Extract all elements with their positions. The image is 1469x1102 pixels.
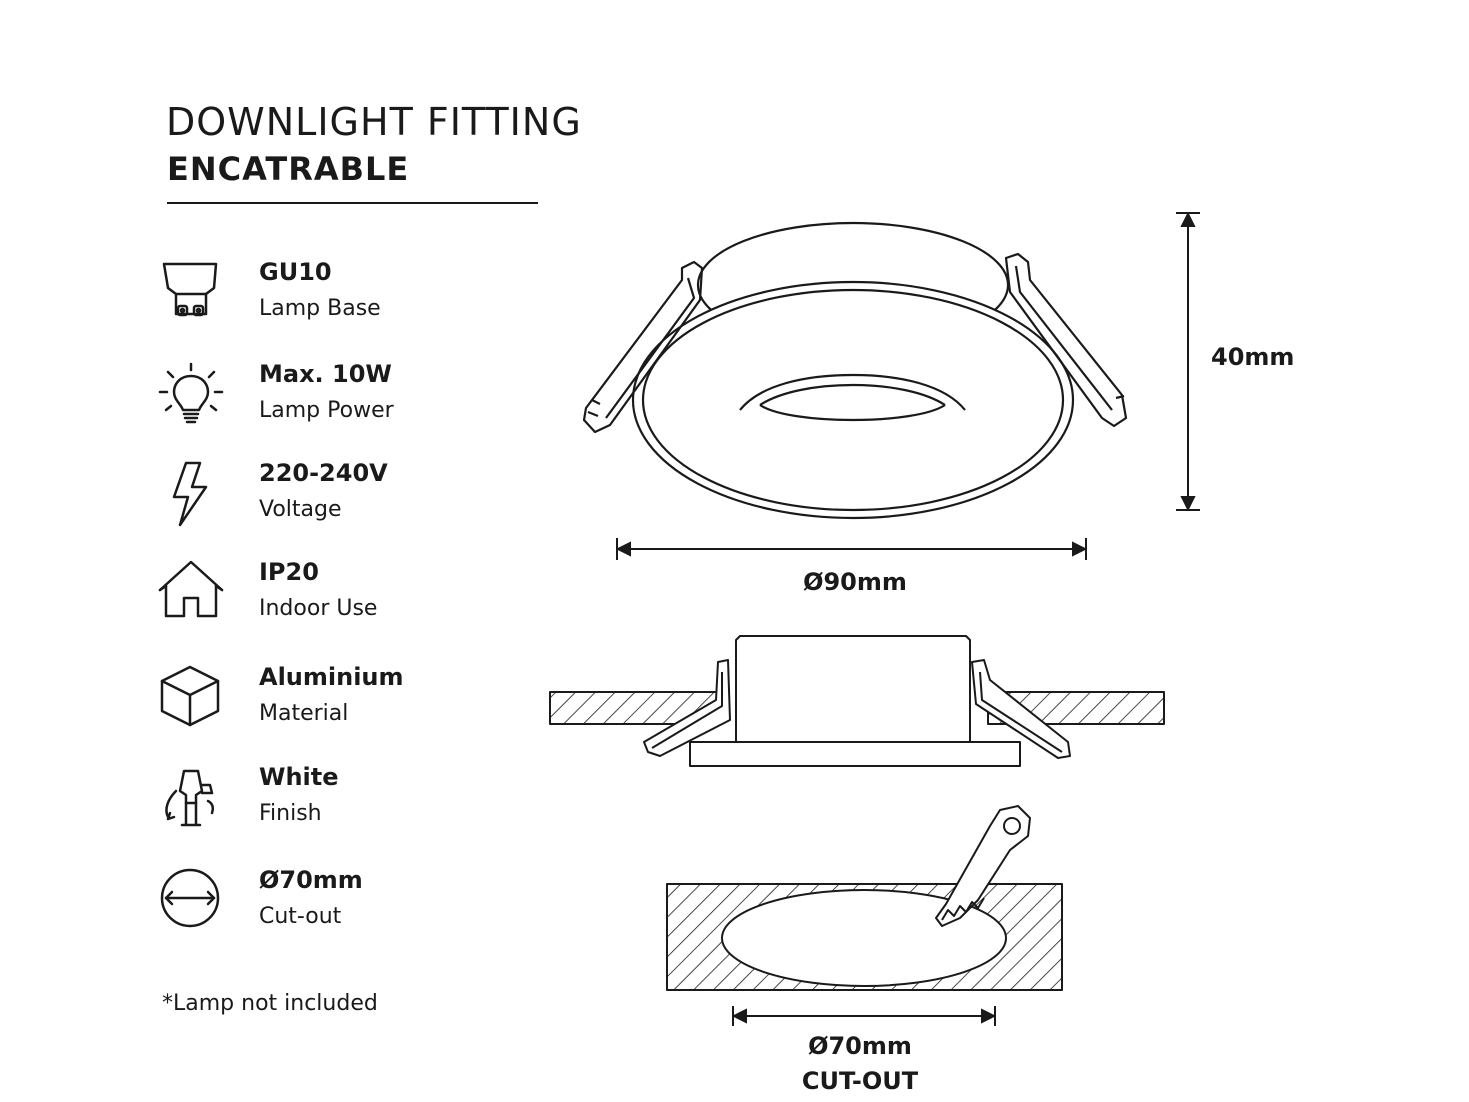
spec-voltage: 220-240V Voltage [156, 459, 476, 539]
spec-lamp-power: Max. 10W Lamp Power [156, 360, 476, 440]
diameter-circle-icon [156, 866, 226, 942]
spec-value: Max. 10W [259, 360, 392, 388]
spec-label: Cut-out [259, 904, 342, 929]
cutout-dimension-label: Ø70mm [808, 1032, 912, 1060]
house-icon [156, 558, 226, 634]
fitting-side-view [549, 635, 1165, 767]
spec-value: White [259, 763, 339, 791]
page-title: DOWNLIGHT FITTING [166, 100, 582, 144]
fitting-perspective-view [582, 221, 1128, 520]
spec-value: Aluminium [259, 663, 404, 691]
spray-paint-icon [156, 763, 226, 839]
title-divider [167, 202, 538, 204]
cutout-dimension-line [731, 1006, 997, 1026]
spec-label: Indoor Use [259, 596, 378, 621]
spec-value: GU10 [259, 258, 332, 286]
cube-icon [156, 663, 226, 739]
height-dimension-label: 40mm [1211, 343, 1295, 371]
spec-value: Ø70mm [259, 866, 363, 894]
lamp-not-included-note: *Lamp not included [162, 991, 378, 1016]
spec-finish: White Finish [156, 763, 476, 843]
diameter-dimension-label: Ø90mm [803, 568, 907, 596]
lightning-bolt-icon [156, 459, 226, 535]
height-dimension-line [1176, 211, 1200, 512]
gu10-bulb-icon [156, 258, 226, 334]
width-dimension-line [615, 538, 1088, 560]
spec-label: Voltage [259, 497, 342, 522]
spec-material: Aluminium Material [156, 663, 476, 743]
spec-label: Lamp Power [259, 398, 394, 423]
light-bulb-icon [156, 360, 226, 436]
spec-label: Material [259, 701, 349, 726]
spec-ip-rating: IP20 Indoor Use [156, 558, 476, 638]
spec-label: Finish [259, 801, 322, 826]
page-subtitle: ENCATRABLE [167, 150, 410, 188]
spec-value: IP20 [259, 558, 319, 586]
spec-value: 220-240V [259, 459, 388, 487]
cutout-view [666, 805, 1063, 991]
spec-label: Lamp Base [259, 296, 381, 321]
spec-cutout: Ø70mm Cut-out [156, 866, 476, 946]
cutout-caption: CUT-OUT [801, 1067, 919, 1095]
spec-lamp-base: GU10 Lamp Base [156, 258, 476, 338]
